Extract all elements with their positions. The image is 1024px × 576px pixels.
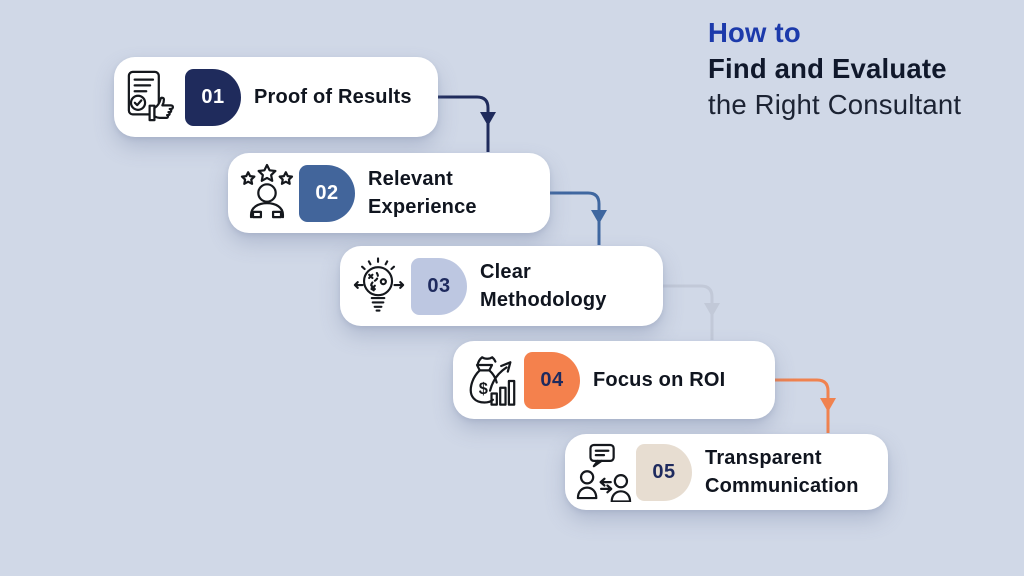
- person-with-stars-icon: [237, 162, 297, 224]
- step-number: 01: [201, 85, 225, 108]
- step-number: 03: [427, 274, 451, 297]
- title-line-3: the Right Consultant: [708, 89, 962, 120]
- title-line-1: How to: [708, 17, 801, 48]
- step-card-relevant-experience: 02 Relevant Experience: [228, 153, 550, 233]
- document-check-thumbs-up-icon: [123, 66, 183, 128]
- step-number: 05: [652, 460, 676, 483]
- step-number-badge: 02: [299, 164, 355, 222]
- people-communication-icon: [574, 441, 634, 503]
- step-label: Proof of Results: [254, 86, 412, 108]
- step-number: 02: [315, 181, 339, 204]
- step-card-focus-on-roi: $ 04 Focus on ROI: [453, 341, 775, 419]
- lightbulb-strategy-icon: [349, 255, 409, 317]
- step-number-badge: 01: [185, 68, 241, 126]
- step-card-clear-methodology: 03 Clear Methodology: [340, 246, 663, 326]
- step-number-badge: 05: [636, 443, 692, 501]
- title-line-2: Find and Evaluate: [708, 53, 947, 84]
- connector-step3-step4: [663, 284, 720, 340]
- connector-step4-step5: [775, 378, 836, 433]
- step-number: 04: [540, 368, 564, 391]
- step-number-badge: 03: [411, 257, 467, 315]
- step-card-transparent-communication: 05 Transparent Communication: [565, 434, 888, 510]
- page-title: How to Find and Evaluate the Right Consu…: [708, 15, 961, 123]
- step-label: Focus on ROI: [593, 369, 726, 391]
- step-number-badge: 04: [524, 351, 580, 409]
- money-bag-growth-icon: $: [462, 349, 522, 411]
- step-label: Relevant Experience: [368, 168, 477, 218]
- svg-text:$: $: [479, 380, 488, 398]
- step-label: Clear Methodology: [480, 261, 607, 311]
- connector-step2-step3: [550, 191, 607, 245]
- connector-step1-step2: [438, 95, 496, 152]
- step-card-proof-of-results: 01 Proof of Results: [114, 57, 438, 137]
- step-label: Transparent Communication: [705, 447, 859, 497]
